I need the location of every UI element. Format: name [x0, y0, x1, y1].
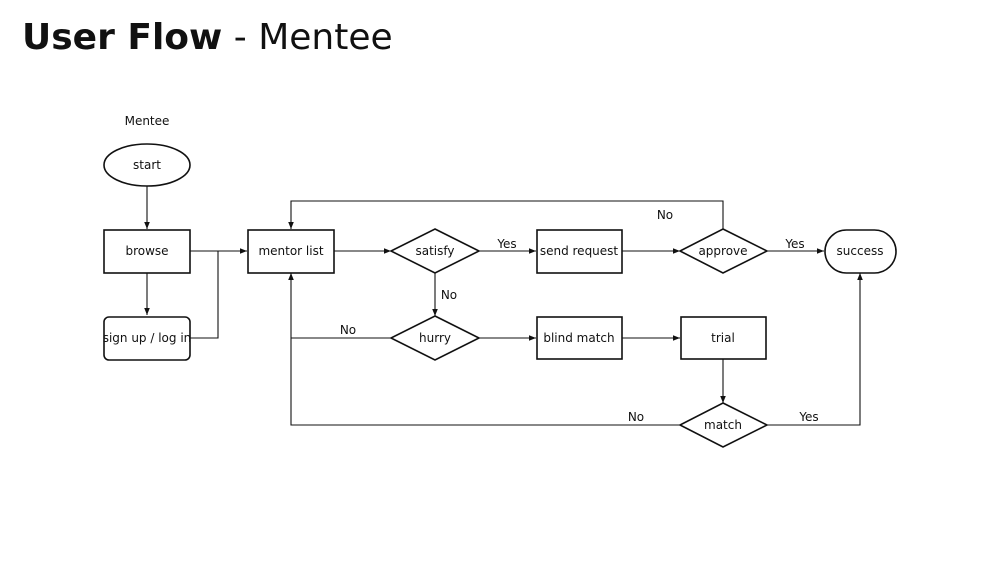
- node-match-label: match: [704, 418, 742, 432]
- page-title-subtitle: Mentee: [258, 17, 393, 58]
- page-title-main: User Flow: [22, 17, 223, 58]
- edge-label-satisfy-no: No: [441, 288, 457, 302]
- edge-label-approve-no: No: [657, 208, 673, 222]
- node-approve: approve: [678, 228, 769, 274]
- lane-label: Mentee: [125, 114, 170, 128]
- node-hurry: hurry: [389, 315, 481, 361]
- connectors: [144, 186, 863, 426]
- node-signup: sign up / log in: [103, 316, 192, 361]
- node-trial-label: trial: [711, 331, 735, 345]
- node-send-request: send request: [536, 229, 623, 274]
- edge-label-satisfy-yes: Yes: [496, 237, 516, 251]
- node-hurry-label: hurry: [419, 331, 451, 345]
- node-start-label: start: [133, 158, 161, 172]
- edge-label-match-yes: Yes: [798, 410, 818, 424]
- node-success-label: success: [837, 244, 884, 258]
- node-success: success: [824, 229, 897, 274]
- connector-approve-no-loop: [288, 200, 724, 229]
- node-browse-label: browse: [125, 244, 168, 258]
- node-approve-label: approve: [698, 244, 747, 258]
- node-match: match: [678, 402, 769, 448]
- node-signup-label: sign up / log in: [103, 331, 192, 345]
- node-mentor-list: mentor list: [247, 229, 335, 274]
- node-blind-match: blind match: [536, 316, 623, 360]
- node-send-request-label: send request: [540, 244, 619, 258]
- node-blind-match-label: blind match: [543, 331, 614, 345]
- page-title: User Flow - Mentee: [22, 14, 393, 62]
- edge-label-match-no: No: [628, 410, 644, 424]
- node-mentor-list-label: mentor list: [258, 244, 323, 258]
- node-start: start: [103, 143, 191, 187]
- connector-match-success: [767, 273, 863, 426]
- node-browse: browse: [103, 229, 191, 274]
- page-title-separator: -: [222, 17, 259, 58]
- node-satisfy-label: satisfy: [415, 244, 454, 258]
- connector-signup-mentor-list: [190, 251, 219, 339]
- node-trial: trial: [680, 316, 767, 360]
- edge-label-hurry-no: No: [340, 323, 356, 337]
- node-satisfy: satisfy: [389, 228, 481, 274]
- edge-label-approve-yes: Yes: [784, 237, 804, 251]
- connector-match-no-loop: [288, 273, 680, 426]
